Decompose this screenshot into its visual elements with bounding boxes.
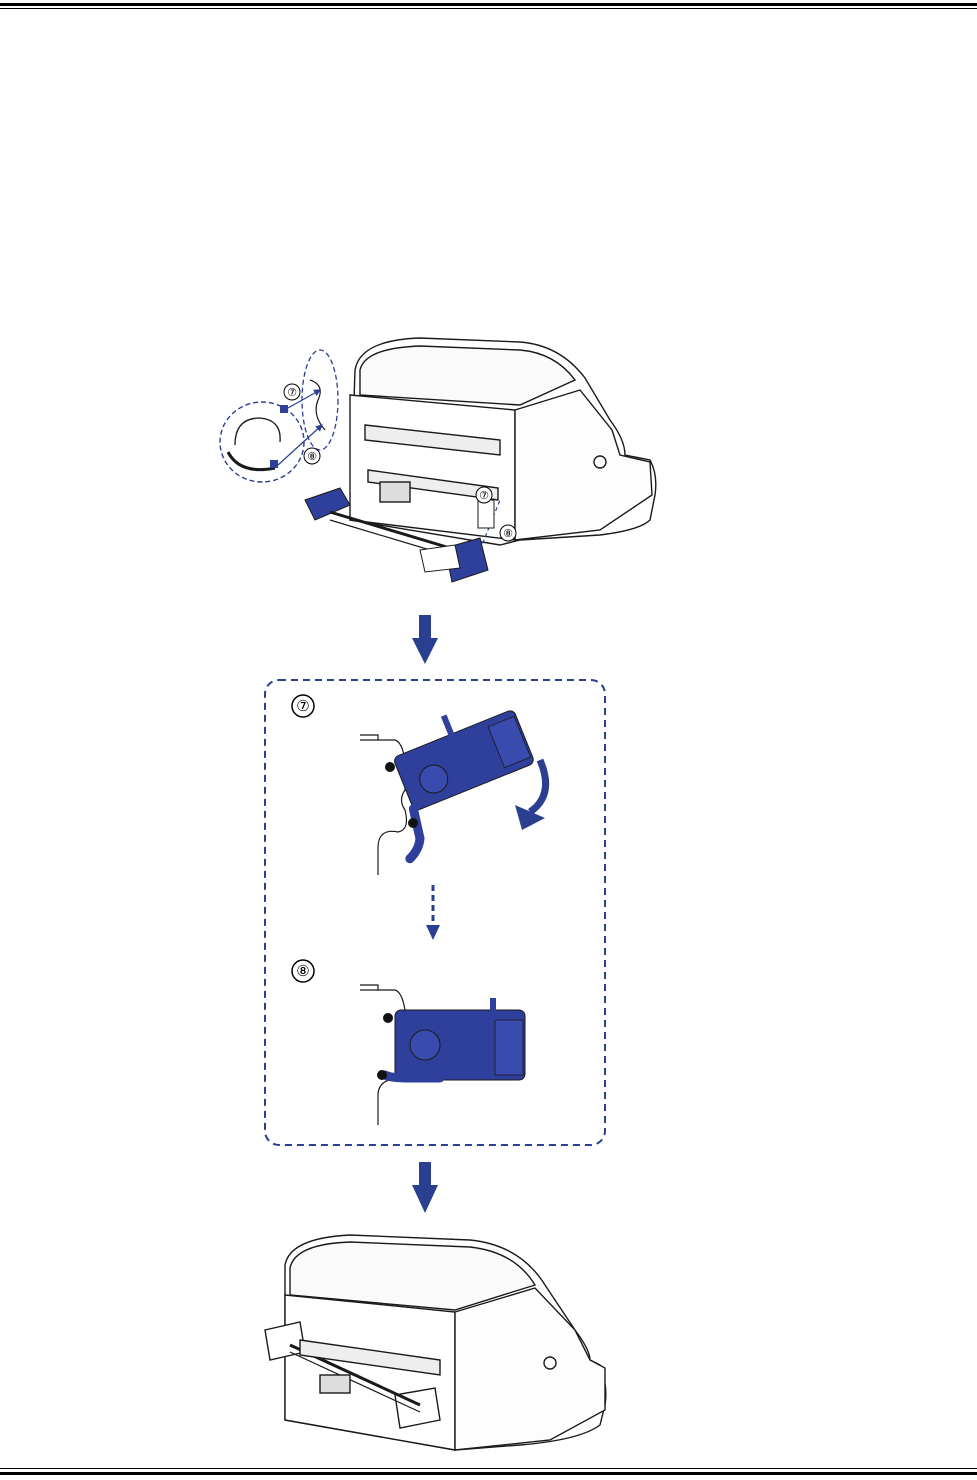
step-8-tractor bbox=[385, 998, 525, 1080]
down-arrow-icon bbox=[412, 615, 438, 664]
detail-callout-7: ⑦ bbox=[287, 386, 297, 399]
printer-callout-8: ⑧ bbox=[503, 527, 513, 540]
step-7-tractor bbox=[365, 691, 551, 859]
detail-magnifier: ⑦ ⑧ bbox=[220, 350, 338, 482]
rotate-arrow-icon bbox=[530, 760, 546, 812]
step-7-label: ⑦ bbox=[296, 697, 309, 715]
printer-top-illustration bbox=[350, 338, 656, 545]
printer-callout-7: ⑦ bbox=[479, 489, 489, 502]
printer-assembled-illustration bbox=[265, 1235, 606, 1450]
step-8-label: ⑧ bbox=[296, 962, 309, 980]
detail-callout-8: ⑧ bbox=[307, 450, 317, 463]
down-arrow-icon bbox=[412, 1162, 438, 1213]
